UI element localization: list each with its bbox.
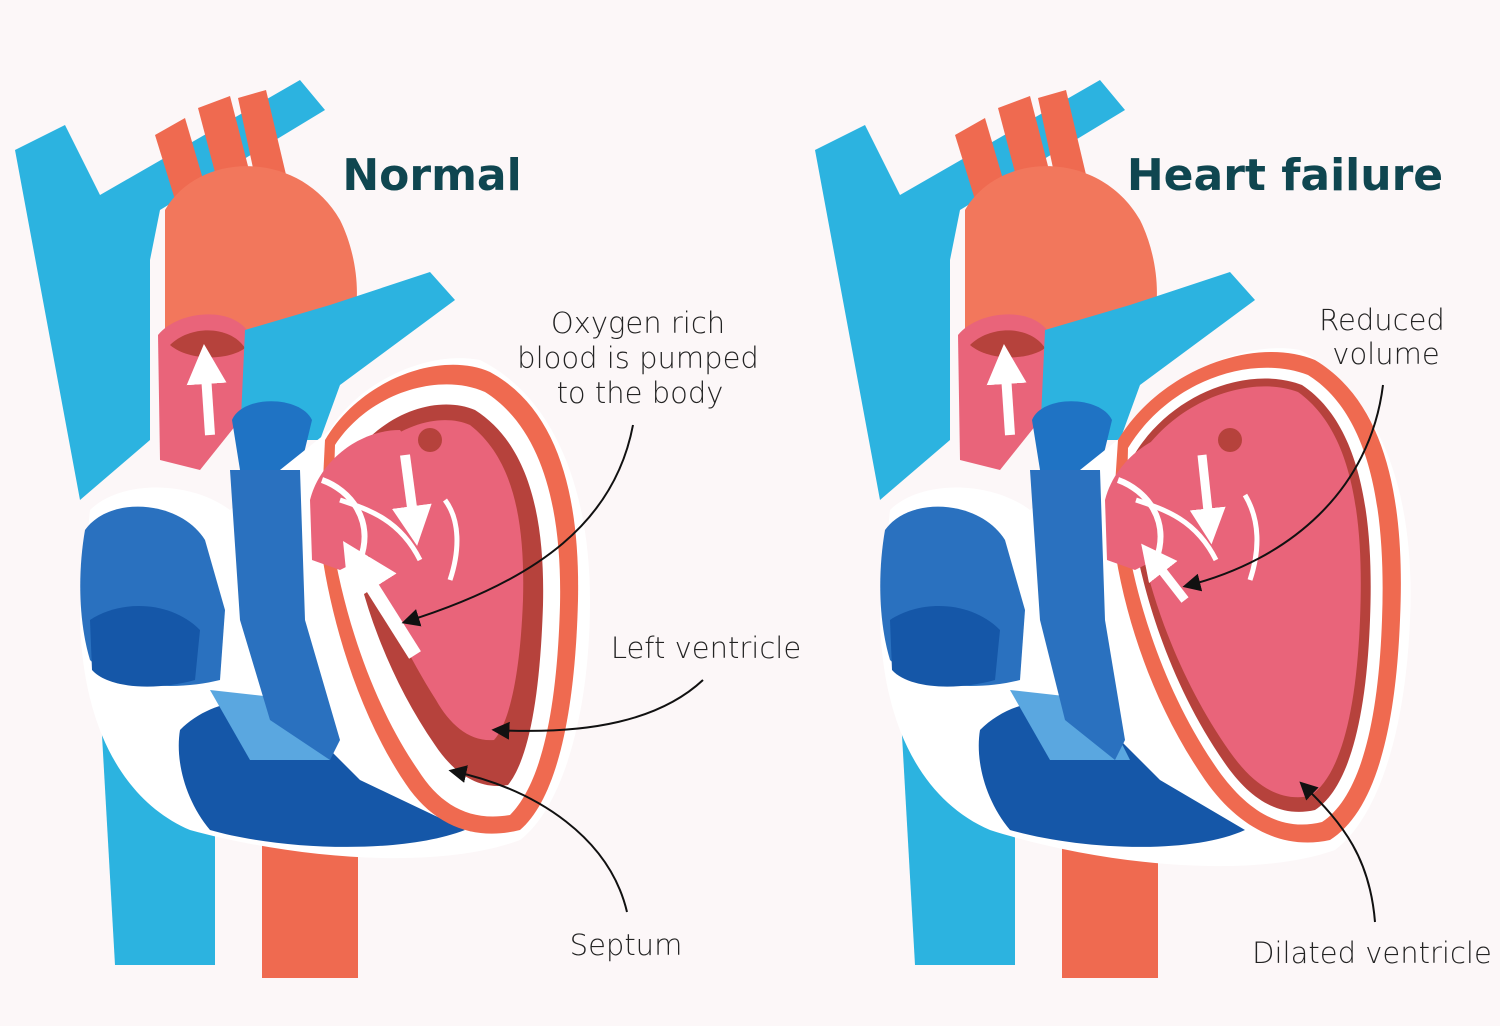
heart-failure-title: Heart failure (1127, 150, 1443, 201)
heart-failure-illustration (815, 80, 1411, 978)
normal-heart-illustration (15, 80, 590, 978)
oxygen-label-line1: Oxygen rich (551, 306, 725, 340)
reduced-volume-label-line1: Reduced (1319, 303, 1445, 337)
left-ventricle-label: Left ventricle (611, 631, 801, 665)
oxygen-label-line3: to the body (557, 376, 724, 410)
dilated-ventricle-label: Dilated ventricle (1252, 936, 1492, 970)
normal-title: Normal (342, 150, 521, 201)
reduced-volume-label-line2: volume (1332, 337, 1439, 371)
septum-label: Septum (570, 928, 683, 962)
oxygen-label-line2: blood is pumped (517, 341, 759, 375)
